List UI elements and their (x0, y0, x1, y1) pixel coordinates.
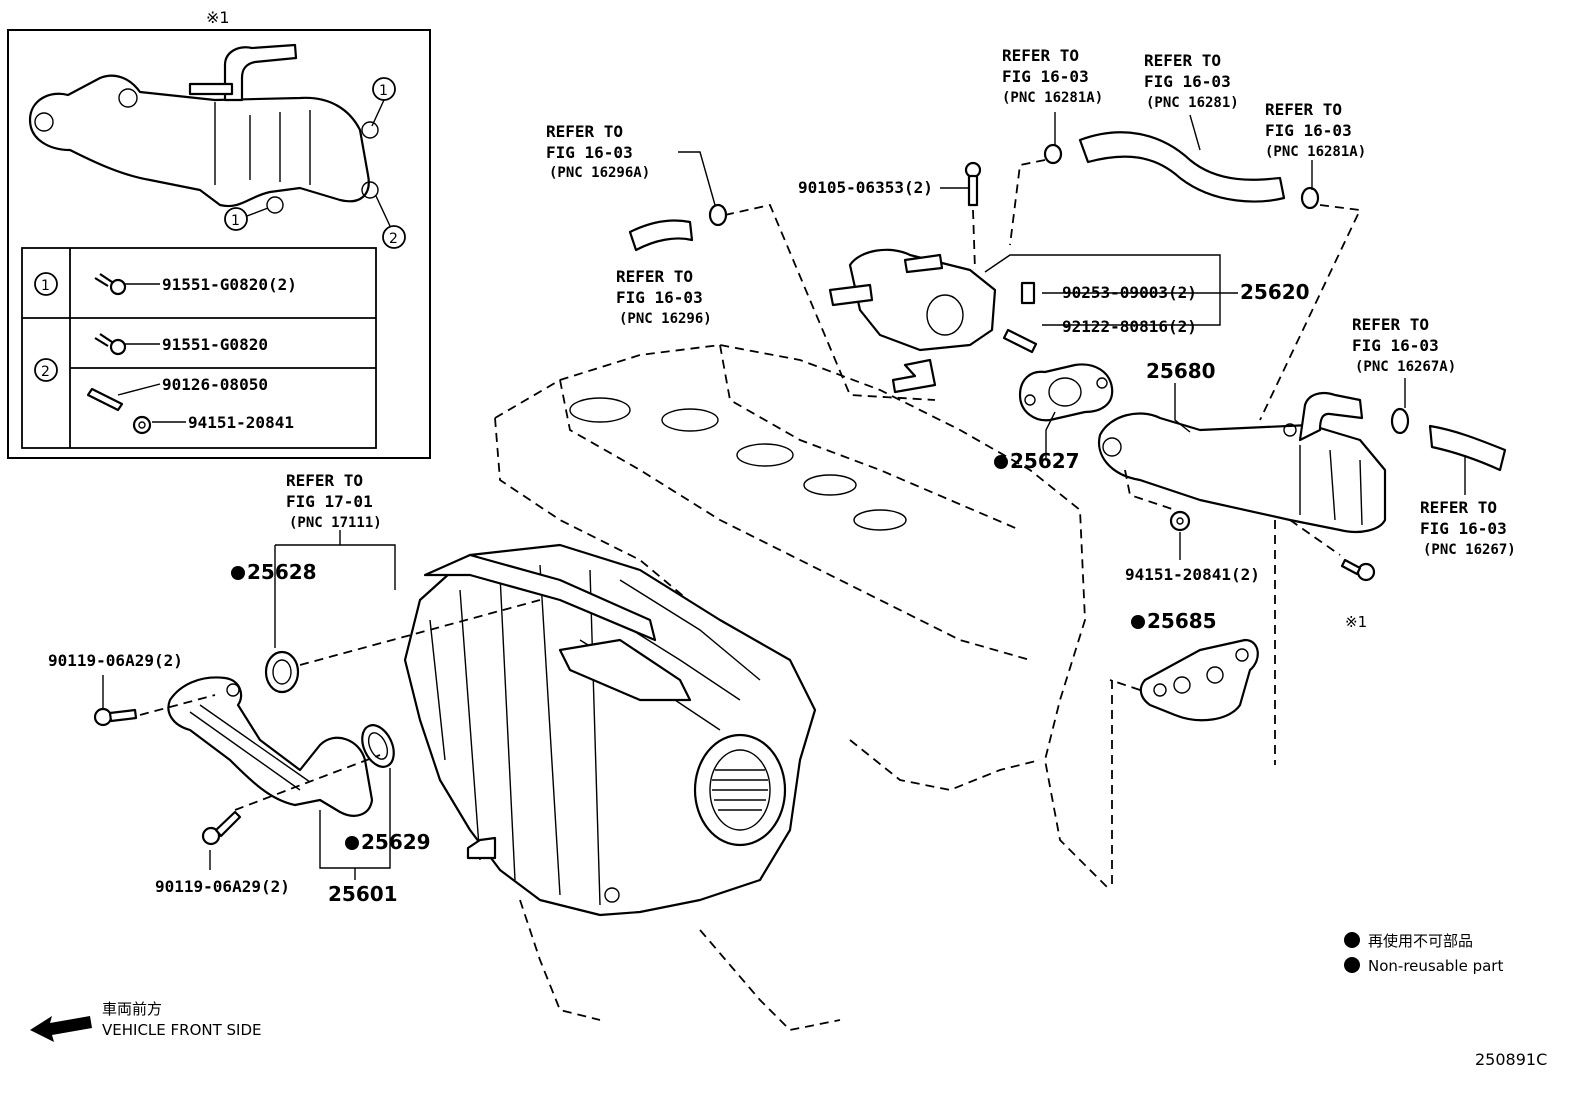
inset-callout-1b: 1 (224, 207, 269, 231)
svg-text:(PNC 17111): (PNC 17111) (289, 515, 382, 531)
nut-94151-20841 (1169, 510, 1191, 532)
svg-text:FIG 16-03: FIG 16-03 (1352, 336, 1439, 355)
inset-part-91551-g0820: 91551-G0820 (162, 335, 268, 354)
svg-text:REFER TO: REFER TO (1420, 498, 1497, 517)
svg-text:REFER TO: REFER TO (546, 122, 623, 141)
part-25685: 25685 (1147, 609, 1217, 633)
gasket-25629 (361, 724, 395, 768)
pin-90253-09003 (1020, 281, 1036, 305)
intake-manifold-25601 (403, 543, 817, 917)
svg-text:(PNC 16281): (PNC 16281) (1146, 95, 1239, 111)
bolt-90105-06353 (964, 161, 982, 207)
stud-92122-80816 (1002, 328, 1038, 354)
part-25601: 25601 (328, 882, 398, 906)
inset-table: 1 2 91551-G0820(2) 91551-G0820 90126-080… (21, 247, 377, 449)
bolt-90119-top (93, 707, 138, 727)
svg-text:2: 2 (389, 231, 398, 247)
inset-panel: ※1 1 1 2 (7, 8, 431, 459)
part-25629-label: 25629 (345, 830, 431, 854)
svg-text:FIG 16-03: FIG 16-03 (1002, 67, 1089, 86)
refer-16281: REFER TO FIG 16-03 (PNC 16281) (1144, 51, 1239, 111)
part-25680: 25680 (1146, 359, 1216, 383)
refer-16281a-top: REFER TO FIG 16-03 (PNC 16281A) (1002, 46, 1103, 106)
egr-pipe-25680 (1097, 391, 1387, 534)
clamps (708, 143, 1410, 435)
refer-17111: REFER TO FIG 17-01 (PNC 17111) (286, 471, 382, 531)
inset-callout-1a: 1 (371, 77, 396, 127)
nut-icon (132, 415, 152, 435)
svg-text:(PNC 16281A): (PNC 16281A) (1002, 90, 1103, 106)
marker-inset-ref: ※1 (1345, 613, 1367, 631)
part-25628: 25628 (247, 560, 317, 584)
egr-lower-pipe (167, 676, 374, 817)
svg-text:REFER TO: REFER TO (1002, 46, 1079, 65)
bolt-90119-bottom (201, 810, 242, 846)
legend-non-reusable: 再使用不可部品 Non-reusable part (1344, 932, 1503, 975)
refer-16281a-right: REFER TO FIG 16-03 (PNC 16281A) (1265, 100, 1366, 160)
arrow-left-icon (30, 1016, 92, 1042)
part-92122-80816: 92122-80816(2) (1062, 317, 1197, 336)
inset-marker: ※1 (206, 8, 230, 27)
inset-part-94151-20841: 94151-20841 (188, 413, 294, 432)
svg-text:1: 1 (231, 213, 240, 229)
svg-text:FIG 16-03: FIG 16-03 (1420, 519, 1507, 538)
part-25620: 25620 (1240, 280, 1310, 304)
svg-text:FIG 17-01: FIG 17-01 (286, 492, 373, 511)
bolt-icon (94, 333, 127, 356)
svg-text:(PNC 16296A): (PNC 16296A) (549, 165, 650, 181)
gasket-25628 (264, 650, 300, 694)
svg-text:FIG 16-03: FIG 16-03 (616, 288, 703, 307)
refer-16296: REFER TO FIG 16-03 (PNC 16296) (616, 267, 712, 327)
part-25627: 25627 (1010, 449, 1080, 473)
part-90253-09003: 90253-09003(2) (1062, 283, 1197, 302)
refer-16267: REFER TO FIG 16-03 (PNC 16267) (1420, 498, 1516, 558)
svg-text:REFER TO: REFER TO (1352, 315, 1429, 334)
egr-valve-25620 (828, 248, 997, 394)
refer-16267a: REFER TO FIG 16-03 (PNC 16267A) (1352, 315, 1456, 375)
engine-block-outline (494, 344, 1111, 1031)
svg-text:(PNC 16267A): (PNC 16267A) (1355, 359, 1456, 375)
part-90119-06a29-top: 90119-06A29(2) (48, 651, 183, 670)
legend-jp: 再使用不可部品 (1368, 932, 1473, 950)
hoses (628, 131, 1507, 472)
part-25629: 25629 (361, 830, 431, 854)
gasket-25685 (1139, 638, 1259, 722)
figure-code: 250891C (1475, 1050, 1547, 1069)
bolt-icon (94, 273, 127, 296)
svg-text:REFER TO: REFER TO (286, 471, 363, 490)
legend-en: Non-reusable part (1368, 957, 1503, 975)
stud-icon (86, 387, 124, 412)
gasket-25627 (1018, 363, 1114, 422)
svg-text:FIG 16-03: FIG 16-03 (1144, 72, 1231, 91)
bolt-inset-ref (1340, 558, 1376, 582)
inset-callout-2: 2 (375, 195, 406, 249)
svg-text:REFER TO: REFER TO (1265, 100, 1342, 119)
part-25627-label: 25627 (994, 449, 1080, 473)
refer-16296a: REFER TO FIG 16-03 (PNC 16296A) (546, 122, 650, 181)
part-90119-06a29-bottom: 90119-06A29(2) (155, 877, 290, 896)
inset-part-91551-g0820-2: 91551-G0820(2) (162, 275, 297, 294)
part-90105-06353: 90105-06353(2) (798, 178, 933, 197)
svg-text:1: 1 (379, 83, 388, 99)
leader-lines (102, 112, 1466, 890)
inset-part-90126-08050: 90126-08050 (162, 375, 268, 394)
svg-text:FIG 16-03: FIG 16-03 (1265, 121, 1352, 140)
svg-text:FIG 16-03: FIG 16-03 (546, 143, 633, 162)
inset-pipe-drawing (28, 43, 379, 214)
vehicle-front-indicator: 車両前方 VEHICLE FRONT SIDE (30, 1000, 262, 1042)
svg-text:(PNC 16281A): (PNC 16281A) (1265, 144, 1366, 160)
svg-text:(PNC 16296): (PNC 16296) (619, 311, 712, 327)
svg-text:REFER TO: REFER TO (1144, 51, 1221, 70)
front-jp: 車両前方 (102, 1000, 162, 1018)
part-25628-label: 25628 (231, 560, 317, 584)
svg-text:(PNC 16267): (PNC 16267) (1423, 542, 1516, 558)
svg-text:1: 1 (41, 278, 50, 294)
svg-text:REFER TO: REFER TO (616, 267, 693, 286)
front-en: VEHICLE FRONT SIDE (102, 1021, 262, 1039)
part-25685-label: 25685 (1131, 609, 1217, 633)
part-94151-20841-2: 94151-20841(2) (1125, 565, 1260, 584)
svg-text:2: 2 (41, 364, 50, 380)
